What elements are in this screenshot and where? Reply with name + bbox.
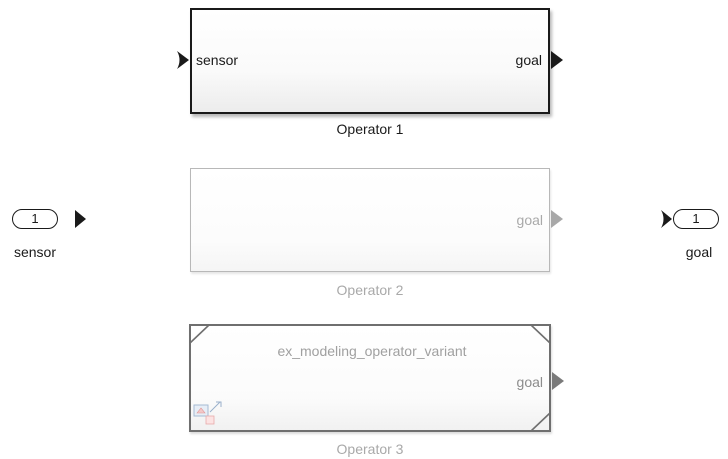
outport-arrow: [661, 210, 672, 228]
goal-outport-block[interactable]: 1: [673, 209, 719, 229]
outport-number: 1: [692, 211, 700, 226]
operator-3-name: Operator 3: [336, 441, 404, 457]
operator-3-model-name: ex_modeling_operator_variant: [277, 343, 467, 359]
model-reference-icon: [193, 401, 222, 425]
operator-1-block[interactable]: sensor goal: [190, 8, 550, 114]
inport-number: 1: [31, 211, 39, 226]
goal-outport-label: goal: [685, 244, 713, 260]
operator-2-output-arrow: [551, 210, 563, 228]
operator-2-name: Operator 2: [336, 282, 404, 298]
sensor-inport-label: sensor: [13, 244, 57, 260]
sensor-inport-block[interactable]: 1: [12, 209, 58, 229]
operator-1-input-arrow: [177, 51, 189, 69]
operator-1-input-port-label: sensor: [196, 52, 239, 68]
operator-3-output-port-label: goal: [516, 374, 543, 390]
inport-arrow: [75, 210, 86, 228]
operator-3-output-arrow: [552, 372, 564, 390]
operator-1-output-port-label: goal: [515, 52, 542, 68]
operator-3-block[interactable]: ex_modeling_operator_variant goal: [189, 324, 551, 432]
operator-2-block[interactable]: goal: [190, 168, 550, 272]
operator-1-name: Operator 1: [336, 121, 404, 137]
operator-2-output-port-label: goal: [516, 212, 543, 228]
model-reference-corner-marks: [189, 324, 551, 432]
operator-1-output-arrow: [551, 51, 563, 69]
